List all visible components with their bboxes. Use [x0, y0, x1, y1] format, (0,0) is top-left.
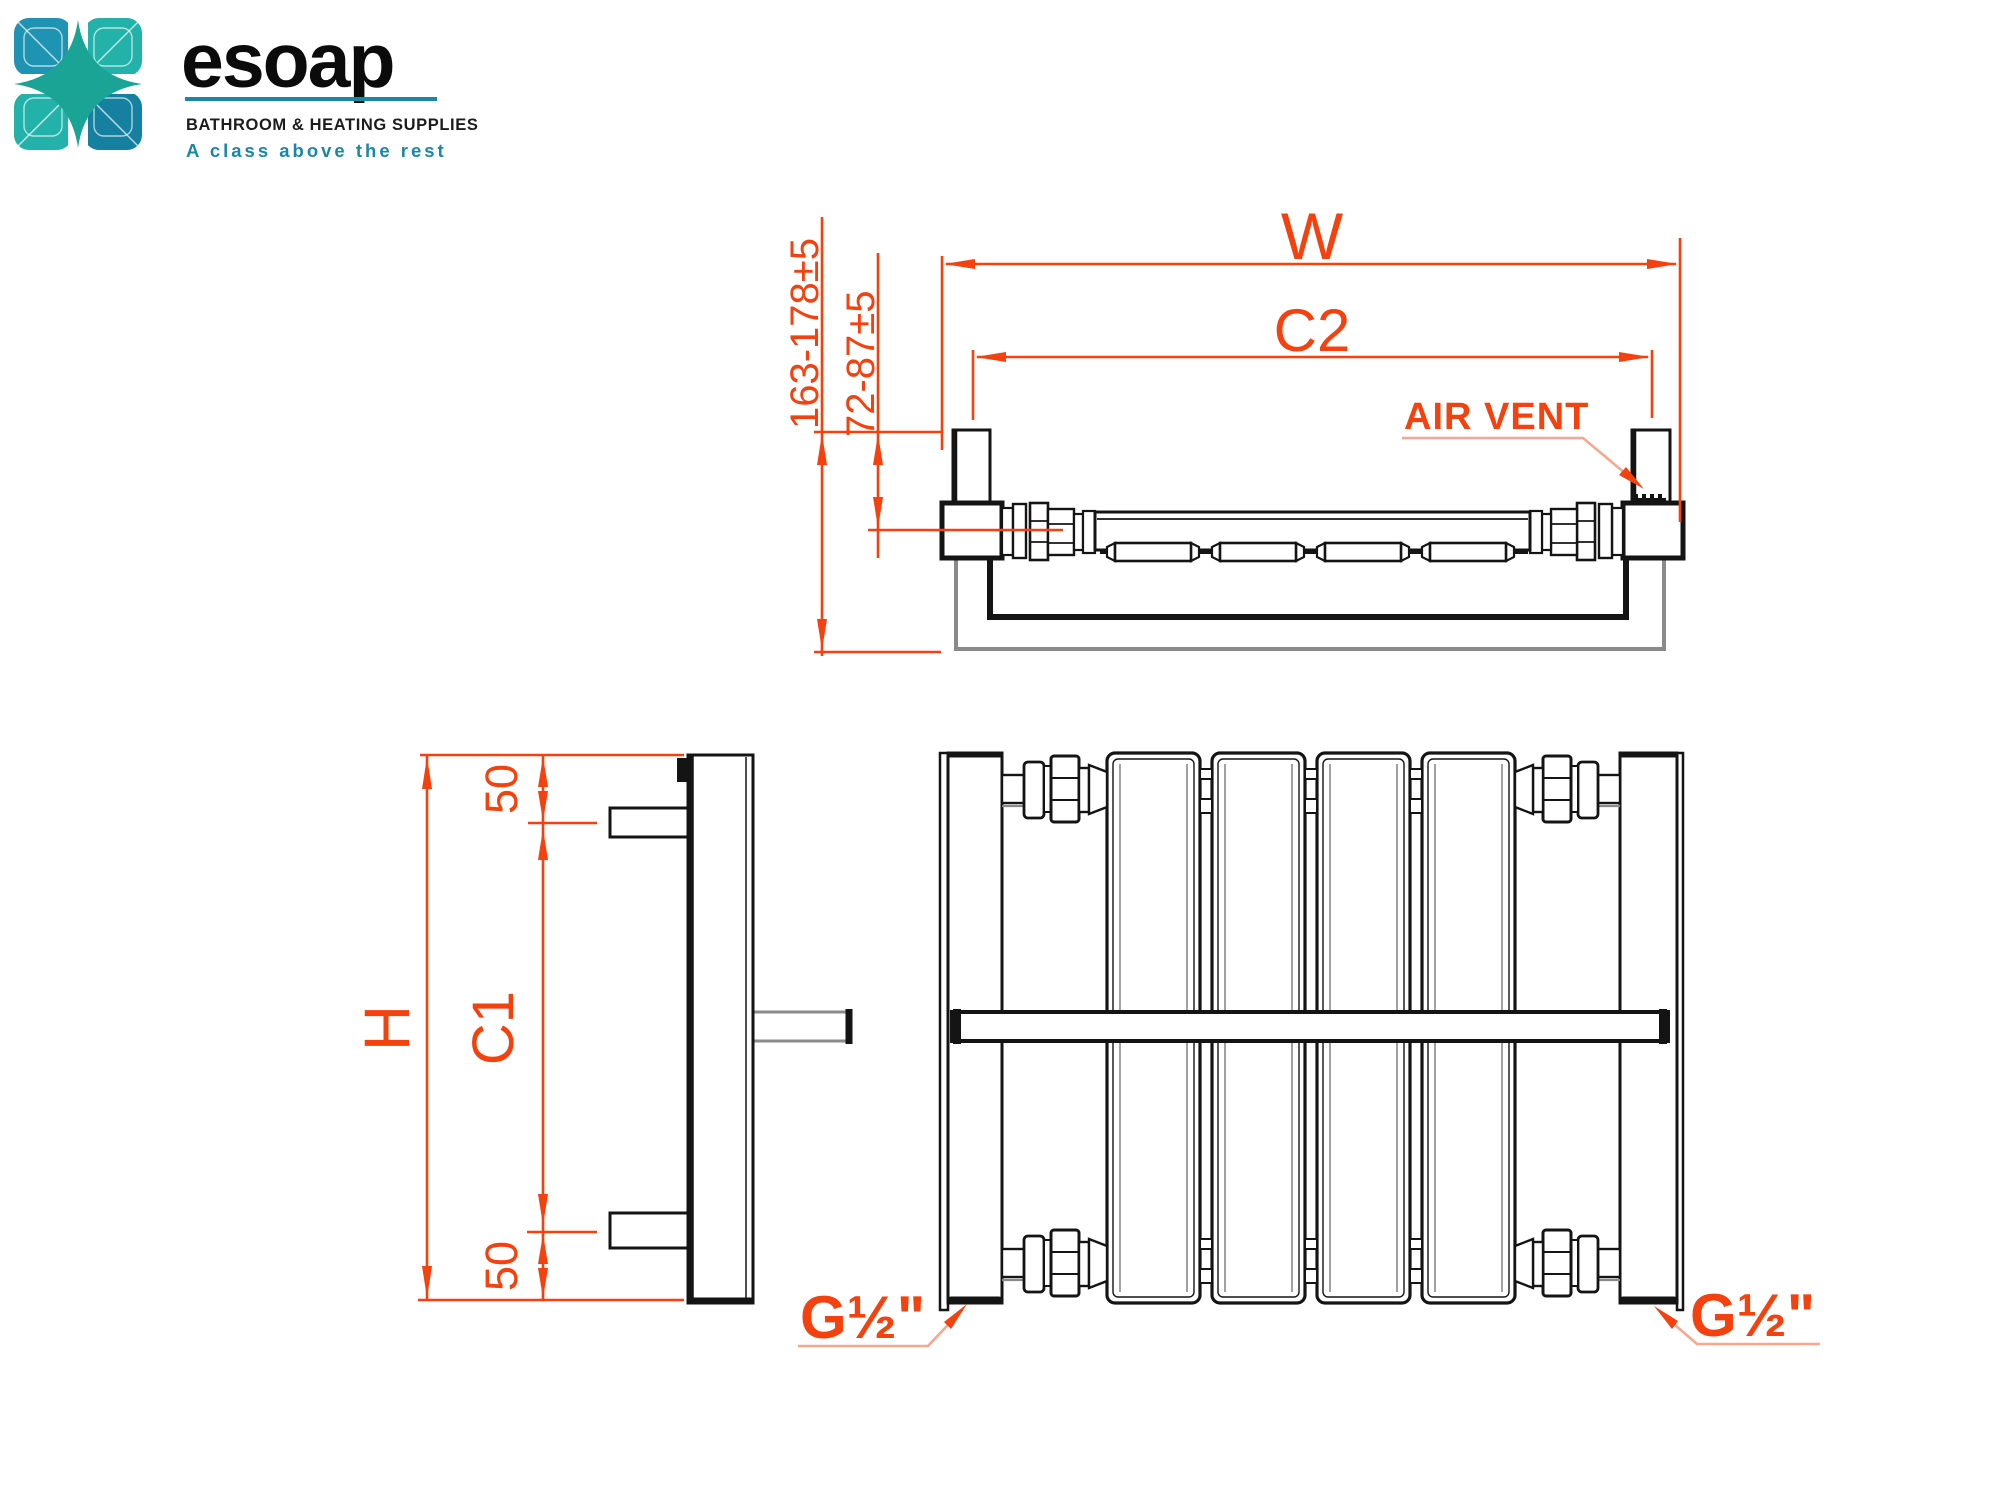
side-view	[608, 753, 853, 1305]
panel-edge-3	[1315, 541, 1411, 563]
front-towel-bar	[950, 1009, 1670, 1044]
brand-tagline: BATHROOM & HEATING SUPPLIES	[186, 116, 478, 134]
dim-wall-distance: 163-178±5	[783, 238, 827, 429]
side-air-vent	[677, 758, 690, 782]
dim-H: H	[351, 1005, 423, 1051]
brand-slogan: A class above the rest	[186, 140, 447, 161]
side-view-dimensions: H 50 C1 50	[351, 753, 684, 1302]
towel-bar-top-view	[987, 558, 1629, 620]
side-towel-bar	[753, 1009, 853, 1044]
left-post	[951, 428, 992, 505]
right-post	[1630, 428, 1672, 505]
dim-C1: C1	[461, 991, 526, 1065]
panel-edge-2	[1210, 541, 1306, 563]
panel-edge-4	[1420, 541, 1516, 563]
thread-callouts: G½" G½"	[798, 1282, 1820, 1351]
thread-label-right: G½"	[1690, 1282, 1815, 1349]
air-vent-label: AIR VENT	[1404, 396, 1589, 438]
brand-underline	[185, 97, 437, 101]
left-fitting-top-view	[1000, 501, 1097, 562]
brand-logo: esoap BATHROOM & HEATING SUPPLIES A clas…	[8, 14, 478, 161]
panel-edge-1	[1105, 541, 1201, 563]
top-view-dimensions: W C2 163-178±5 72-87±5 AIR VENT	[783, 199, 1682, 656]
fitting-bottom-right	[1513, 1228, 1622, 1298]
front-view	[938, 751, 1685, 1312]
right-fitting-top-view	[1528, 501, 1625, 562]
dim-pipe-wall-distance: 72-87±5	[839, 290, 883, 437]
fitting-top-right	[1513, 754, 1622, 824]
side-tab-top	[608, 806, 692, 839]
dim-offset-top: 50	[476, 764, 527, 814]
dim-W: W	[1281, 199, 1344, 273]
top-view	[939, 428, 1686, 651]
wall-bracket-outline	[954, 558, 1666, 651]
dim-offset-bottom: 50	[476, 1241, 527, 1291]
dim-C2: C2	[1274, 297, 1351, 364]
fitting-top-left	[1000, 754, 1109, 824]
side-tab-bottom	[608, 1211, 692, 1250]
side-panel	[686, 753, 755, 1305]
fitting-bottom-left	[1000, 1228, 1109, 1298]
logo-icon	[8, 14, 148, 154]
brand-name: esoap	[181, 18, 394, 104]
thread-label-left: G½"	[800, 1284, 925, 1351]
right-valve-block	[1620, 500, 1686, 561]
